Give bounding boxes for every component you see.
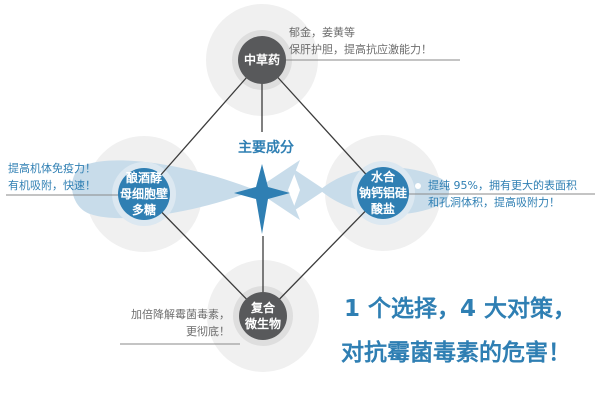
yeast-node-label: 酿酒酵 母细胞壁 多糖 xyxy=(120,170,168,218)
silicate-node-line: 酸盐 xyxy=(370,202,396,216)
slogan-line-1: 1 个选择，4 大对策， xyxy=(344,296,577,322)
silicate-node-line: 水合 xyxy=(370,170,396,184)
yeast-node-line: 酿酒酵 xyxy=(125,171,163,185)
yeast-node-line: 多糖 xyxy=(131,203,157,217)
herbs-description-line: 保肝护胆，提高抗应激能力！ xyxy=(289,43,432,56)
silicate-node xyxy=(357,167,409,219)
herbs-node xyxy=(238,36,286,84)
silicate-node-label: 水合 钠钙铝硅 酸盐 xyxy=(359,169,407,217)
fish-eye-icon xyxy=(415,183,421,189)
microbes-description: 加倍降解霉菌毒素， 更彻底！ xyxy=(116,306,230,340)
microbes-node-line: 微生物 xyxy=(244,317,282,331)
microbes-node-line: 复合 xyxy=(250,301,276,315)
yeast-description-line: 有机吸附，快速！ xyxy=(8,179,96,192)
microbes-node xyxy=(239,292,287,340)
yeast-description-line: 提高机体免疫力！ xyxy=(8,162,96,175)
center-title: 主要成分 xyxy=(238,140,294,156)
yeast-node xyxy=(118,168,170,220)
yeast-description: 提高机体免疫力！ 有机吸附，快速！ xyxy=(8,160,96,194)
herbs-node-label: 中草药 xyxy=(244,52,280,68)
herbs-node-line: 中草药 xyxy=(243,53,281,67)
herbs-description: 郁金，姜黄等 保肝护胆，提高抗应激能力！ xyxy=(289,24,432,58)
silicate-description-line: 和孔洞体积，提高吸附力！ xyxy=(428,196,560,209)
slogan-line-2: 对抗霉菌毒素的危害！ xyxy=(341,340,571,366)
four-point-star-icon xyxy=(234,164,290,234)
herbs-description-line: 郁金，姜黄等 xyxy=(289,26,355,39)
leader-lines xyxy=(6,59,595,345)
silicate-node-line: 钠钙铝硅 xyxy=(358,186,408,200)
microbes-description-line: 加倍降解霉菌毒素， xyxy=(131,308,230,321)
silicate-description-line: 提纯 95%，拥有更大的表面积 xyxy=(428,179,577,192)
silicate-description: 提纯 95%，拥有更大的表面积 和孔洞体积，提高吸附力！ xyxy=(428,177,577,211)
microbes-description-line: 更彻底！ xyxy=(186,325,230,338)
microbes-node-label: 复合 微生物 xyxy=(245,300,281,332)
yeast-node-line: 母细胞壁 xyxy=(119,187,169,201)
